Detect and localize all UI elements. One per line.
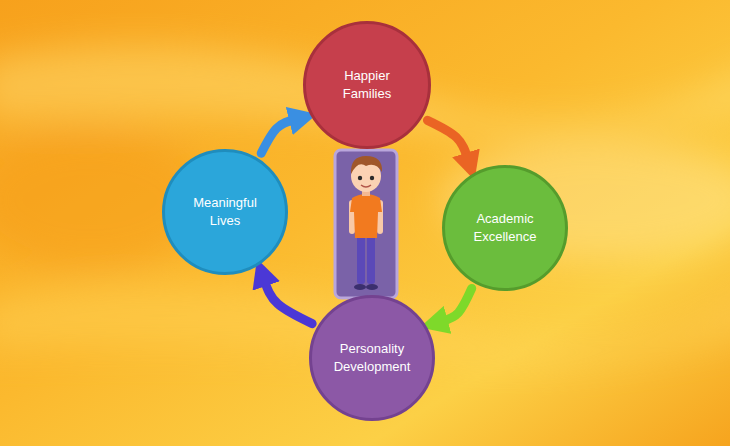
cycle-arrow <box>261 120 295 154</box>
cycle-circle: Happier Families <box>303 21 431 149</box>
circle-fill <box>305 23 430 148</box>
circle-shape <box>303 21 431 149</box>
circle-shape <box>442 165 568 291</box>
circle-label: Academic Excellence <box>460 210 550 245</box>
illustration-frame <box>335 150 397 298</box>
circle-fill <box>311 297 434 420</box>
circle-shape <box>309 295 435 421</box>
cycle-arrow <box>427 120 467 158</box>
cycle-circle: Academic Excellence <box>442 165 568 291</box>
circle-label: Meaningful Lives <box>180 194 270 229</box>
boy-figure <box>349 156 383 290</box>
circle-shape <box>162 149 288 275</box>
cycle-circle: Personality Development <box>309 295 435 421</box>
circle-label: Happier Families <box>321 67 413 102</box>
circle-fill <box>164 151 287 274</box>
cycle-arrow <box>264 280 312 323</box>
circle-fill <box>444 167 567 290</box>
cycle-circle: Meaningful Lives <box>162 149 288 275</box>
circle-label: Personality Development <box>324 340 420 375</box>
cycle-arrow <box>442 288 472 321</box>
